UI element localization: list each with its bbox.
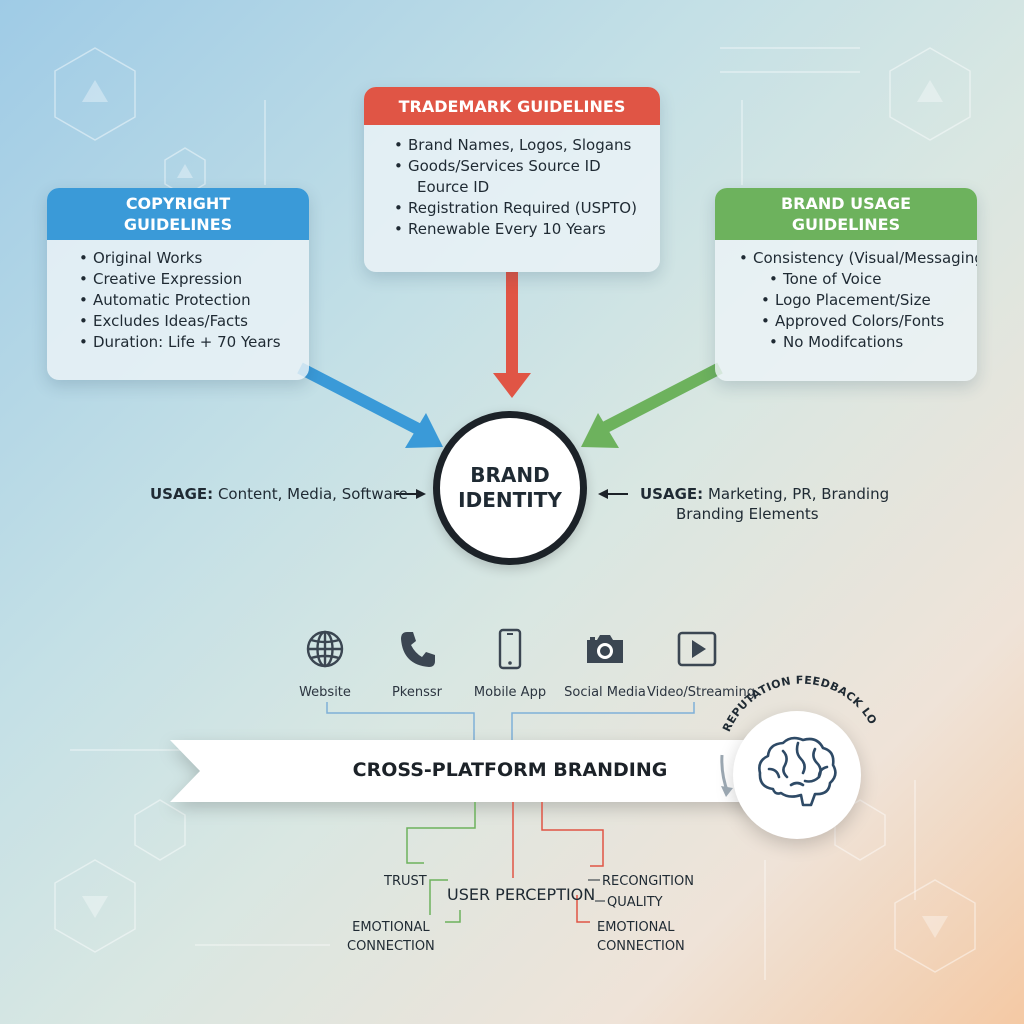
usage-right: USAGE: Marketing, PR, Branding Branding … <box>640 484 889 524</box>
perception-user-perception: USER PERCEPTION <box>447 885 596 904</box>
list-item: Consistency (Visual/Messaging) <box>739 248 977 269</box>
list-item: No Modifcations <box>739 332 977 353</box>
list-item: Automatic Protection <box>79 290 309 311</box>
brand-usage-arrow <box>597 362 723 436</box>
perception-emotional-connection-left: EMOTIONAL CONNECTION <box>347 918 435 956</box>
list-item: Renewable Every 10 Years <box>394 219 660 240</box>
channel-website: Website <box>275 627 375 700</box>
cross-platform-branding-label: CROSS-PLATFORM BRANDING <box>352 759 668 781</box>
copyright-title-line-1: COPYRIGHT <box>125 194 231 213</box>
channel-video-streaming: Video/Streaming <box>647 627 755 700</box>
emotional-left-line-1: EMOTIONAL <box>352 920 430 935</box>
list-item: Excludes Ideas/Facts <box>79 311 309 332</box>
perception-quality: QUALITY <box>607 895 663 910</box>
perception-recognition: RECONGITION <box>602 874 694 889</box>
channel-mobile-app: Mobile App <box>460 627 560 700</box>
perception-trust: TRUST <box>384 874 427 889</box>
trademark-title: TRADEMARK GUIDELINES <box>398 96 626 116</box>
list-item: Brand Names, Logos, Slogans <box>394 135 660 156</box>
list-item: Creative Expression <box>79 269 309 290</box>
channel-label: Website <box>299 685 351 700</box>
list-item: Registration Required (USPTO) <box>394 198 660 219</box>
copyright-title-line-2: GUIDELINES <box>123 215 233 234</box>
usage-right-line-2: Branding Elements <box>676 505 819 523</box>
list-item: Goods/Services Source ID <box>394 156 660 177</box>
trademark-list: Brand Names, Logos, Slogans Goods/Servic… <box>364 125 660 240</box>
smartphone-icon <box>498 628 522 670</box>
channel-social-media: Social Media <box>555 627 655 700</box>
brand-usage-list: Consistency (Visual/Messaging) Tone of V… <box>715 240 977 353</box>
usage-left-label: USAGE: <box>150 485 214 503</box>
play-icon <box>677 631 717 667</box>
perception-emotional-connection-right: EMOTIONAL CONNECTION <box>597 918 685 956</box>
channel-label: Social Media <box>564 685 646 700</box>
usage-right-text: Marketing, PR, Branding <box>707 485 890 503</box>
usage-left-text: Content, Media, Software <box>217 485 408 503</box>
list-item: Approved Colors/Fonts <box>739 311 977 332</box>
usage-left: USAGE: Content, Media, Software <box>150 484 408 504</box>
list-item: Duration: Life + 70 Years <box>79 332 309 353</box>
list-item: Tone of Voice <box>739 269 977 290</box>
channel-label: Video/Streaming <box>647 685 755 700</box>
emotional-right-line-2: CONNECTION <box>597 939 685 954</box>
globe-icon <box>306 630 344 668</box>
emotional-left-line-2: CONNECTION <box>347 939 435 954</box>
camera-icon <box>587 635 623 663</box>
brand-usage-guidelines-card: BRAND USAGE GUIDELINES Consistency (Visu… <box>715 188 977 381</box>
brand-usage-arrowhead <box>581 413 619 448</box>
channel-label: Mobile App <box>473 685 547 700</box>
brain-icon <box>758 736 837 807</box>
copyright-arrow <box>297 362 423 436</box>
trademark-arrowhead <box>493 373 531 398</box>
channel-label: Pkenssr <box>391 685 443 700</box>
copyright-list: Original Works Creative Expression Autom… <box>47 240 309 353</box>
hub-line-2: IDENTITY <box>458 488 562 512</box>
copyright-guidelines-card: COPYRIGHT GUIDELINES Original Works Crea… <box>47 188 309 380</box>
channel-phone: Pkenssr <box>367 627 467 700</box>
phone-icon <box>401 632 435 667</box>
usage-right-label: USAGE: <box>640 485 704 503</box>
svg-text:REPUTATION FEEDBACK LOOP: REPUTATION FEEDBACK LOOP <box>0 0 879 734</box>
feedback-loop-circle <box>733 711 861 839</box>
list-item: Logo Placement/Size <box>739 290 977 311</box>
list-item: Eource ID <box>417 178 490 196</box>
feedback-loop-label: REPUTATION FEEDBACK LOOP <box>0 0 879 734</box>
brand-usage-card-header: BRAND USAGE GUIDELINES <box>715 188 977 240</box>
trademark-guidelines-card: TRADEMARK GUIDELINES Brand Names, Logos,… <box>364 87 660 272</box>
cross-platform-banner <box>170 740 790 802</box>
hub-line-1: BRAND <box>470 463 550 487</box>
copyright-arrowhead <box>405 413 443 448</box>
emotional-right-line-1: EMOTIONAL <box>597 920 675 935</box>
brand-usage-title-line-2: GUIDELINES <box>791 215 901 234</box>
list-item: Original Works <box>79 248 309 269</box>
brand-identity-hub: BRAND IDENTITY <box>433 411 587 565</box>
copyright-card-header: COPYRIGHT GUIDELINES <box>47 188 309 240</box>
brand-usage-title-line-1: BRAND USAGE <box>780 194 912 213</box>
trademark-card-header: TRADEMARK GUIDELINES <box>364 87 660 125</box>
